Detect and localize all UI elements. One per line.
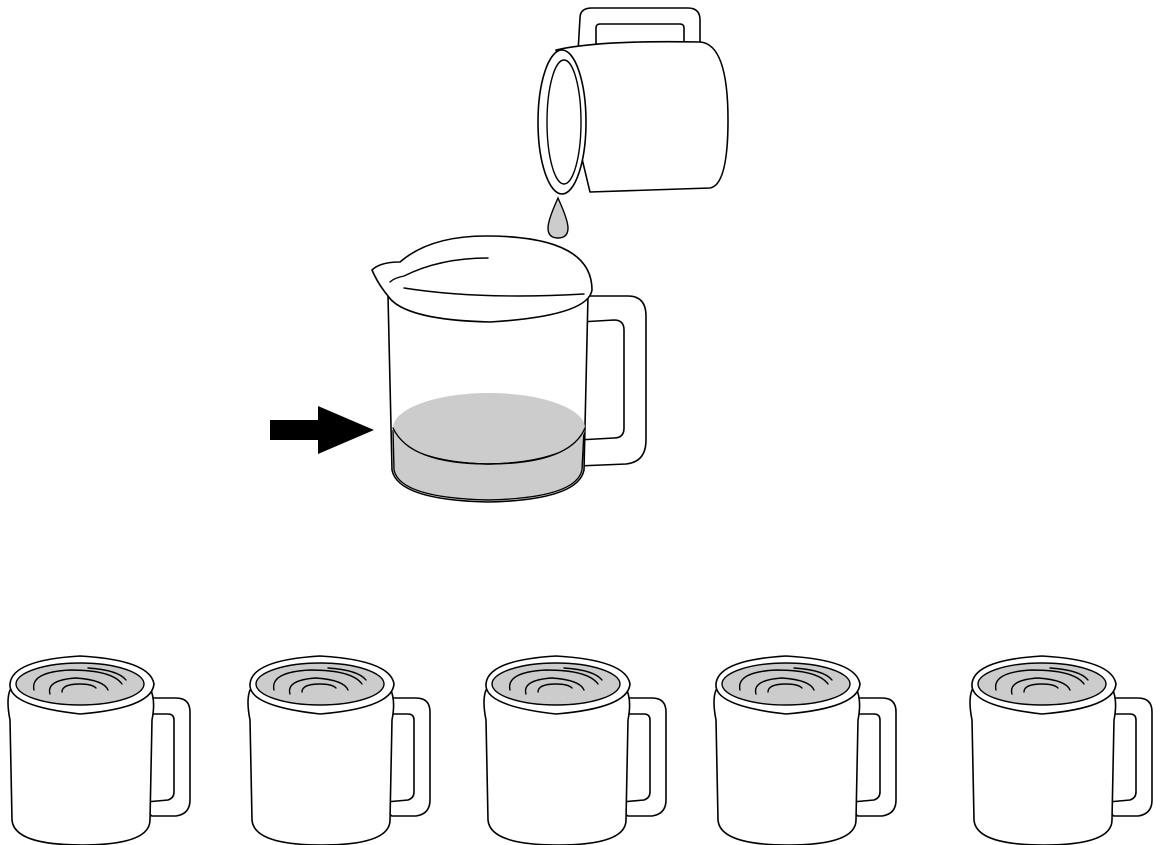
- pitcher: [372, 236, 646, 502]
- pouring-mug: [538, 8, 728, 194]
- cup-1: [8, 656, 190, 845]
- arrow-icon: [270, 406, 374, 454]
- cup-2: [248, 656, 430, 845]
- liquid-drop: [548, 198, 568, 238]
- cup-row: [8, 656, 1152, 845]
- cup-4: [714, 656, 896, 845]
- cup-5: [970, 656, 1152, 845]
- cup-3: [484, 656, 666, 845]
